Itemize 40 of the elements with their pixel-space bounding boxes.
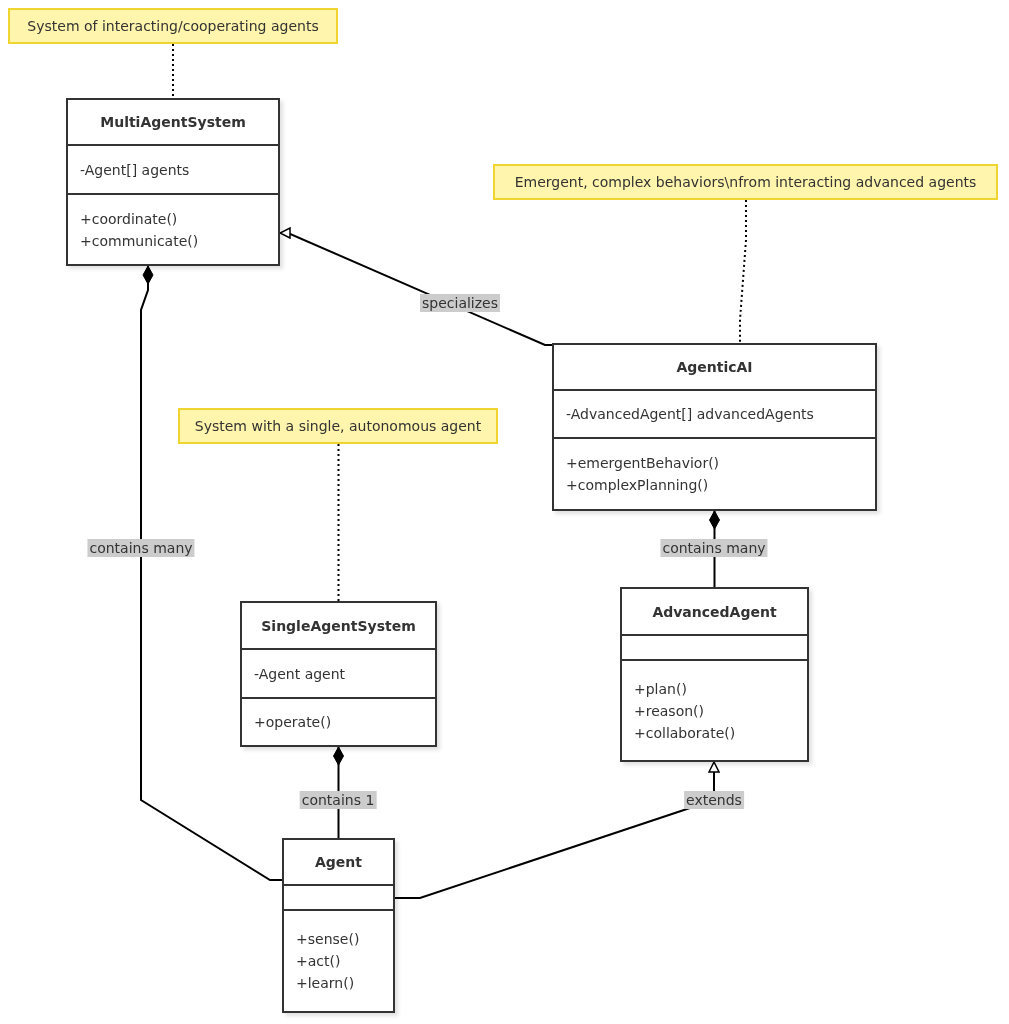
class-box — [282, 838, 395, 1013]
class-name: AgenticAI — [676, 359, 753, 375]
dotted-connector — [172, 43, 174, 99]
class-member: +learn() — [296, 974, 356, 993]
class-box — [620, 587, 809, 762]
dotted-connector — [739, 199, 747, 344]
edge-label: extends — [684, 791, 744, 809]
class-member: -AdvancedAgent[] advancedAgents — [566, 405, 815, 424]
class-box — [66, 98, 280, 266]
class-member: +communicate() — [80, 231, 200, 251]
note-text: System of interacting/cooperating agents — [27, 18, 319, 34]
note-box — [493, 164, 998, 200]
class-member: +complexPlanning() — [566, 476, 710, 495]
edge-label: contains many — [660, 539, 768, 557]
class-box — [552, 343, 877, 511]
class-member: -Agent agent — [254, 664, 347, 684]
note-box — [178, 408, 498, 444]
class-member: +operate() — [254, 713, 333, 732]
class-name: SingleAgentSystem — [261, 617, 416, 634]
class-member: +emergentBehavior() — [566, 454, 721, 473]
note-box — [8, 8, 338, 44]
class-member: +plan() — [634, 679, 688, 699]
note-text: System with a single, autonomous agent — [194, 418, 482, 434]
connector — [140, 265, 283, 881]
class-member: +collaborate() — [634, 723, 737, 743]
edge-label: contains many — [87, 539, 195, 557]
class-member: -Agent[] agents — [80, 160, 191, 180]
class-member: +reason() — [634, 701, 706, 721]
class-name: MultiAgentSystem — [100, 114, 246, 130]
dotted-connector — [337, 443, 340, 602]
edge-label: specializes — [420, 294, 500, 312]
note-text: Emergent, complex behaviors\nfrom interacting advanced agents — [514, 174, 977, 190]
class-member: +act() — [296, 952, 342, 971]
class-member: +coordinate() — [80, 209, 179, 229]
class-name: AdvancedAgent — [652, 603, 777, 620]
class-box — [240, 601, 437, 747]
connector — [394, 761, 720, 899]
class-name: Agent — [315, 854, 362, 870]
class-member: +sense() — [296, 930, 361, 949]
edge-label: contains 1 — [299, 791, 377, 809]
